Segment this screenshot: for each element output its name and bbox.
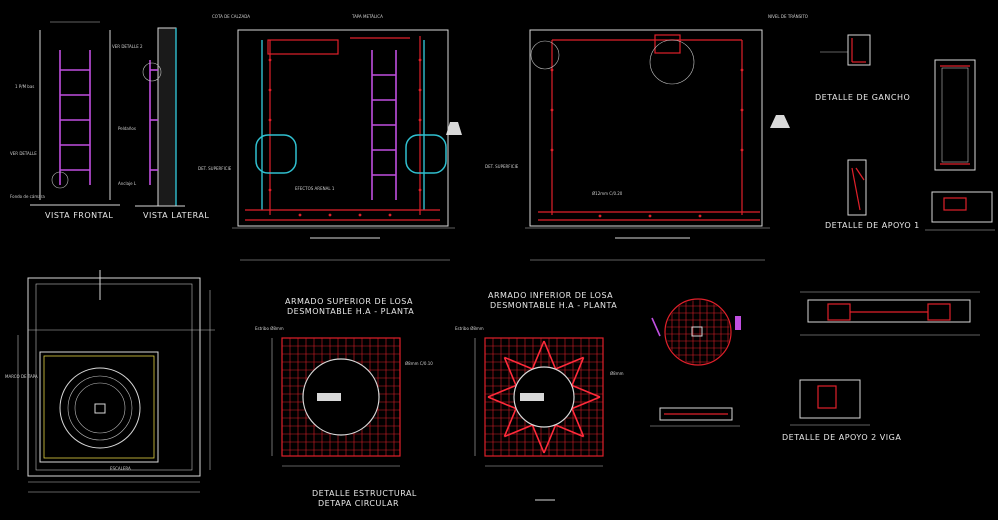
svg-text:VER DETALLE: VER DETALLE — [10, 151, 37, 156]
svg-text:1 P/M bas: 1 P/M bas — [15, 84, 34, 89]
svg-text:Ø12mm C/0.20: Ø12mm C/0.20 — [592, 191, 623, 196]
hook-detail — [820, 34, 976, 171]
svg-text:Ø8mm C/0.10: Ø8mm C/0.10 — [405, 361, 433, 366]
svg-text:ESCALERA: ESCALERA — [110, 466, 131, 471]
label-detalle-estructural-2: DETAPA CIRCULAR — [318, 499, 399, 508]
svg-text:Ø8mm: Ø8mm — [610, 371, 624, 376]
label-detalle-gancho: DETALLE DE GANCHO — [815, 93, 910, 102]
label-armado-inferior-1: ARMADO INFERIOR DE LOSA — [488, 291, 613, 300]
label-detalle-apoyo-1: DETALLE DE APOYO 1 — [825, 221, 920, 230]
support-detail-1 — [847, 159, 995, 231]
chamber-plan-view: MARCO DE TAPA ESCALERA — [5, 270, 215, 493]
label-armado-inferior-2: DESMONTABLE H.A - PLANTA — [490, 301, 617, 310]
chamber-section-b: NIVEL DE TRÁNSITO DET. SUPERFICIE Ø12mm … — [485, 14, 808, 261]
ladder-front-view: 1 P/M bas VER DETALLE Fondo de cámara — [10, 21, 120, 206]
label-detalle-estructural-1: DETALLE ESTRUCTURAL — [312, 489, 417, 498]
label-vista-lateral: VISTA LATERAL — [143, 211, 209, 220]
support-detail-2-beam — [790, 291, 980, 426]
ladder-side-view: VER DETALLE 2 Peldaños Anclaje L — [112, 27, 185, 207]
slab-mesh-top: Estribo Ø8mm Ø8mm C/0.10 — [255, 326, 433, 467]
svg-text:Fondo de cámara: Fondo de cámara — [10, 194, 45, 199]
label-detalle-apoyo-2: DETALLE DE APOYO 2 VIGA — [782, 433, 901, 442]
svg-text:Peldaños: Peldaños — [118, 126, 136, 131]
label-armado-superior-2: DESMONTABLE H.A - PLANTA — [287, 307, 414, 316]
svg-text:Estribo Ø8mm: Estribo Ø8mm — [455, 326, 484, 331]
label-vista-frontal: VISTA FRONTAL — [45, 211, 113, 220]
label-armado-superior-1: ARMADO SUPERIOR DE LOSA — [285, 297, 413, 306]
svg-text:DET. SUPERFICIE: DET. SUPERFICIE — [198, 166, 232, 171]
circular-cover-detail — [650, 298, 741, 427]
svg-text:Anclaje L: Anclaje L — [118, 181, 137, 186]
svg-text:Estribo Ø8mm: Estribo Ø8mm — [255, 326, 284, 331]
svg-text:EFECTOS ARENAL 1: EFECTOS ARENAL 1 — [295, 186, 335, 191]
svg-text:COTA DE CALZADA: COTA DE CALZADA — [212, 14, 250, 19]
chamber-section-a: COTA DE CALZADA TAPA METÁLICA DET. SUPER… — [198, 14, 462, 261]
svg-text:TAPA METÁLICA: TAPA METÁLICA — [351, 14, 383, 19]
svg-text:VER DETALLE 2: VER DETALLE 2 — [112, 44, 143, 49]
svg-text:MARCO DE TAPA: MARCO DE TAPA — [5, 374, 38, 379]
svg-text:NIVEL DE TRÁNSITO: NIVEL DE TRÁNSITO — [768, 14, 808, 19]
svg-text:DET. SUPERFICIE: DET. SUPERFICIE — [485, 164, 519, 169]
slab-mesh-bottom: Estribo Ø8mm Ø8mm — [455, 326, 624, 501]
